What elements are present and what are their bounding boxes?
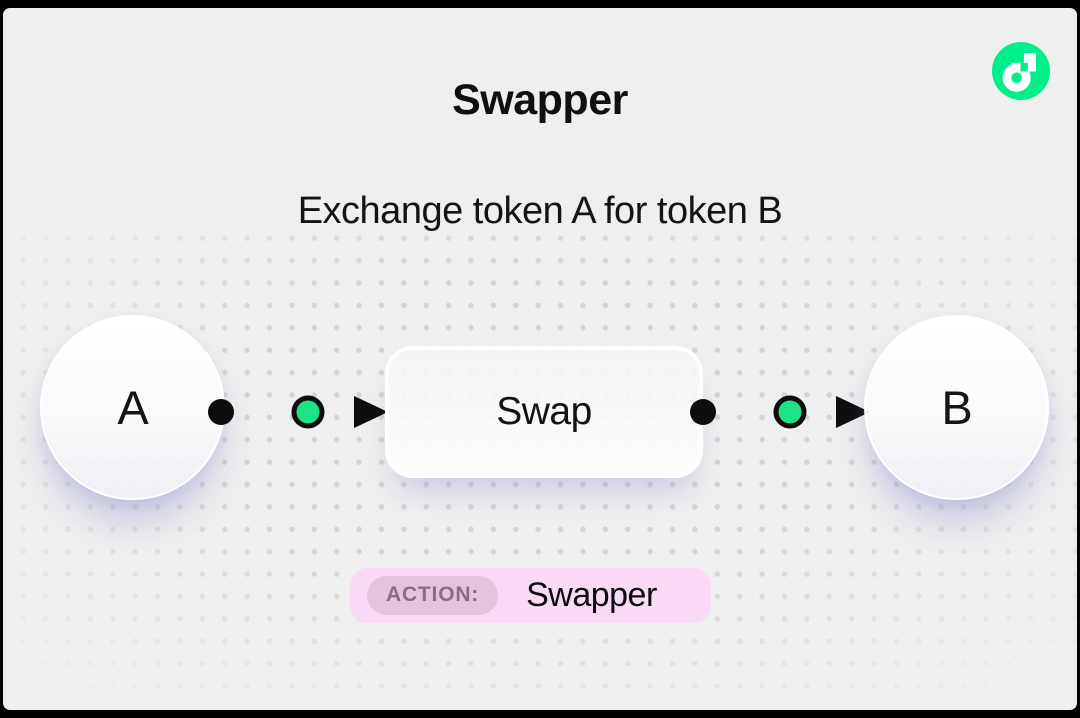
flow-logo-icon — [992, 42, 1050, 100]
action-badge: ACTION: Swapper — [350, 568, 711, 623]
node-token-b-label: B — [941, 381, 972, 434]
node-token-b: B — [864, 315, 1049, 500]
page-title: Swapper — [452, 76, 628, 124]
edge-green-circle — [291, 395, 325, 429]
edge-swap-to-b — [685, 382, 875, 442]
node-swap: Swap — [385, 346, 703, 478]
edge-green-circle — [773, 395, 807, 429]
edge-a-to-swap — [203, 382, 393, 442]
edge-start-dot — [208, 399, 234, 425]
page-subtitle: Exchange token A for token B — [297, 190, 783, 232]
node-token-a-label: A — [117, 381, 148, 434]
node-token-a: A — [40, 315, 225, 500]
edge-arrowhead — [836, 396, 870, 428]
edge-start-dot — [690, 399, 716, 425]
edge-arrowhead — [354, 396, 388, 428]
node-swap-label: Swap — [496, 390, 592, 433]
action-badge-label: ACTION: — [367, 576, 499, 615]
card: Swapper Exchange token A for token B A S… — [3, 8, 1077, 710]
action-badge-value: Swapper — [526, 576, 657, 614]
